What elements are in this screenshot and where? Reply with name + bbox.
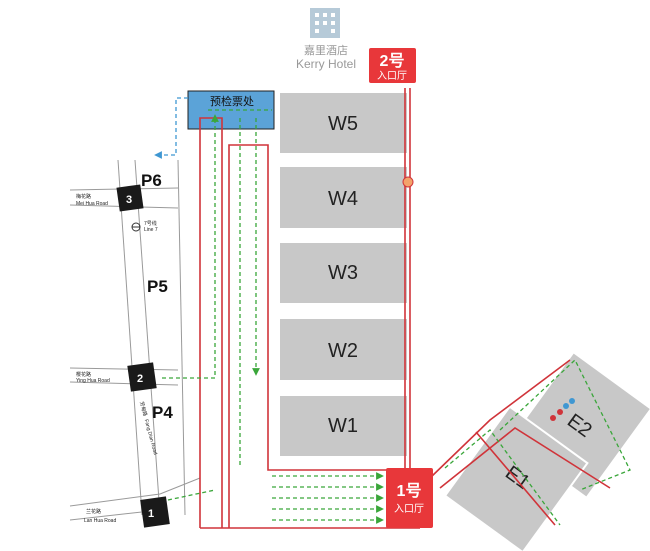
hall-w5-label: W5 xyxy=(328,113,358,135)
parking-p5: P5 xyxy=(147,277,168,296)
gate-2-number: 2 xyxy=(137,373,143,385)
road-network xyxy=(69,159,201,521)
transfer-marker-icon xyxy=(550,398,575,421)
hall-w5: W5 xyxy=(278,91,409,155)
hotel-building-icon xyxy=(310,8,340,38)
route-blue xyxy=(154,97,188,159)
parking-p6: P6 xyxy=(141,171,162,190)
road-mei-hua-en: Mei Hua Road xyxy=(76,201,108,207)
route-red xyxy=(199,88,611,529)
route-green xyxy=(162,109,631,526)
road-fang-dian-cn: 芳甸路 xyxy=(138,401,149,417)
entrance-2-number: 2号 xyxy=(380,52,405,70)
entrance-marker-icon xyxy=(402,176,414,188)
road-lan-hua-en: Lan Hua Road xyxy=(84,518,116,524)
hall-w2: W2 xyxy=(278,317,409,382)
parking-p4: P4 xyxy=(152,403,173,422)
road-lan-hua-cn: 兰花路 xyxy=(86,508,101,515)
entrance-1: 1号 入口厅 xyxy=(386,468,433,528)
hall-w1: W1 xyxy=(278,394,409,458)
entrance-2-sub: 入口厅 xyxy=(377,71,407,82)
metro-line-7: 7号线 Line 7 xyxy=(131,220,158,233)
road-ying-hua-en: Ying Hua Road xyxy=(76,378,110,384)
hall-w2-label: W2 xyxy=(328,340,358,362)
entrance-2: 2号 入口厅 xyxy=(369,48,416,83)
road-ying-hua-cn: 樱花路 xyxy=(76,371,91,378)
hall-w4: W4 xyxy=(278,165,409,230)
gate-1-number: 1 xyxy=(148,508,154,520)
gate-2-marker: 2 xyxy=(127,362,157,392)
gate-3-number: 3 xyxy=(126,194,132,206)
kerry-hotel: 嘉里酒店 Kerry Hotel xyxy=(296,8,356,71)
hall-w3-label: W3 xyxy=(328,262,358,284)
hotel-name-en: Kerry Hotel xyxy=(296,57,356,71)
precheck-label: 预检票处 xyxy=(210,94,254,108)
hall-w4-label: W4 xyxy=(328,188,358,210)
entrance-1-number: 1号 xyxy=(397,482,422,500)
hall-w3: W3 xyxy=(278,241,409,305)
entrance-1-sub: 入口厅 xyxy=(394,504,424,515)
metro-line-cn: 7号线 xyxy=(144,220,157,227)
metro-line-en: Line 7 xyxy=(144,227,158,233)
road-mei-hua-cn: 梅花路 xyxy=(76,193,91,200)
hotel-name-cn: 嘉里酒店 xyxy=(304,43,348,57)
hall-w1-label: W1 xyxy=(328,415,358,437)
road-fang-dian-en: Fang Dian Road xyxy=(143,419,158,456)
gate-1-marker: 1 xyxy=(140,496,170,528)
gate-3-marker: 3 xyxy=(116,184,144,212)
